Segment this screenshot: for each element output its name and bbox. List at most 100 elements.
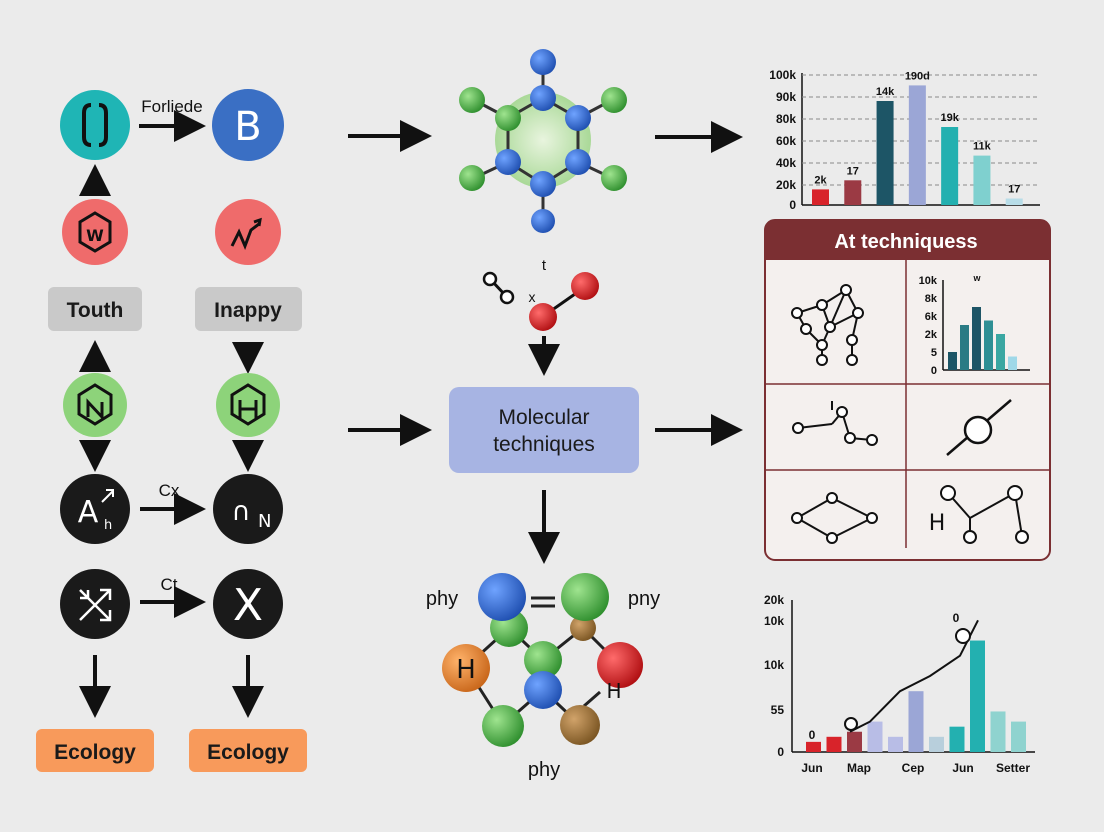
y-tick-label: 0 [789,198,796,212]
arrow-label-top: Forliede [141,97,202,116]
combo-bar [908,691,924,752]
atom-h-right: H [606,679,621,703]
bottom-molecule: phy pny phy H H [426,573,660,781]
x-tick-label: Jun [952,761,973,775]
link-icon [82,103,92,147]
panel-header [765,220,1050,260]
mini-chart-top-label: w [972,273,981,283]
y-tick-label: 40k [776,156,796,170]
node-nn-sub: N [258,511,271,532]
mini-y-tick-label: 2k [925,329,938,341]
mini-bar [948,352,957,370]
mini-y-tick-label: 6k [925,311,938,323]
y-tick-label: 100k [769,68,796,82]
bottom-y-tick-label: 55 [771,703,785,717]
network-graph-icon [791,284,864,366]
ecology-right-label: Ecology [207,741,289,764]
trend-line [849,619,979,733]
y-tick-label: 80k [776,112,796,126]
y-tick-label: 20k [776,178,796,192]
x-tick-label: Map [847,761,871,775]
y-tick-label: 90k [776,90,796,104]
green-h-node [216,373,280,437]
panel-h-label: H [929,511,946,536]
bar-data-label: 11k [973,141,992,153]
mini-bar [960,325,969,370]
bar-data-label: 19k [940,112,959,124]
mini-y-tick-label: 5 [931,347,937,359]
molecular-techniques-box: Molecular techniques [449,387,639,473]
circle-line-icon [946,399,1012,456]
molecular-label-line2: techniques [493,433,595,456]
black-x-node: X [213,569,283,639]
inappy-label: Inappy [214,299,282,322]
trend-marker [955,628,971,644]
bar [1005,198,1023,205]
node-a-sub: h [104,518,112,533]
black-shuffle-node [60,569,130,639]
trend-marker [844,717,858,731]
arrow-label-low: Ct [161,575,178,594]
x-tick-label: Jun [801,761,822,775]
inappy-box: Inappy [195,287,302,331]
mini-y-tick-label: 8k [925,293,938,305]
bar-data-label: 17 [1008,184,1020,196]
combo-bar [806,741,821,752]
node-a-letter: A [78,495,99,530]
small-molecule-top-label: t [542,257,547,274]
mini-bar [996,334,1005,370]
green-n-node [63,373,127,437]
bar [973,155,991,205]
chain-molecule-icon [792,401,878,446]
blue-b-node: B [212,89,284,161]
atom-h-left: H [456,655,476,685]
node-w-letter: W [86,226,104,245]
bar-data-label: 2k [814,174,827,186]
y-tick-label: 60k [776,134,796,148]
teal-link-node [60,90,130,160]
h-chain-molecule-icon: H [929,485,1029,544]
panel-title: At techniquess [834,231,977,253]
bar-data-label: 190d [905,70,930,82]
bottom-right-label: pny [628,588,660,610]
bar [908,85,926,205]
diagonal-arrow-icon [101,489,114,503]
ecology-left-label: Ecology [54,741,136,764]
black-nn-node: ∩ N [213,474,283,544]
bottom-y-tick-label: 10k [764,614,784,628]
bottom-y-tick-label: 20k [764,593,784,607]
node-x-letter: X [233,580,263,631]
ecology-box-right: Ecology [189,729,307,772]
bar [844,180,862,205]
combo-bar [990,711,1006,752]
ecology-box-left: Ecology [36,729,154,772]
touth-box: Touth [48,287,142,331]
combo-bar [847,731,862,752]
left-flow: Forliede B W Touth Inappy [36,89,307,772]
bottom-left-label: phy [426,588,458,610]
x-tick-label: Setter [996,761,1030,775]
combo-bar [867,721,883,752]
hexagon-h-icon [230,383,266,426]
bar-data-label: 14k [876,86,895,98]
mini-bar [972,307,981,370]
combo-bar [826,736,842,752]
bottom-y-tick-label: 0 [777,745,784,759]
hexagon-n-icon [77,383,113,426]
bar-data-label: 17 [847,165,859,177]
ring-molecule [459,49,627,233]
bar [812,189,829,205]
red-w-node: W [62,199,128,265]
x-tick-label: Cep [902,761,925,775]
bar [876,101,894,205]
trend-icon [230,222,260,251]
mini-bar [1008,356,1017,370]
black-a-node: A h [60,474,130,544]
shuffle-icon [79,588,112,622]
value-label: 0 [809,728,816,742]
top-bar-chart: 100k 90k 80k 60k 40k 20k 0 2k 17 14k 190d 19k 11k 17 [769,68,1040,212]
